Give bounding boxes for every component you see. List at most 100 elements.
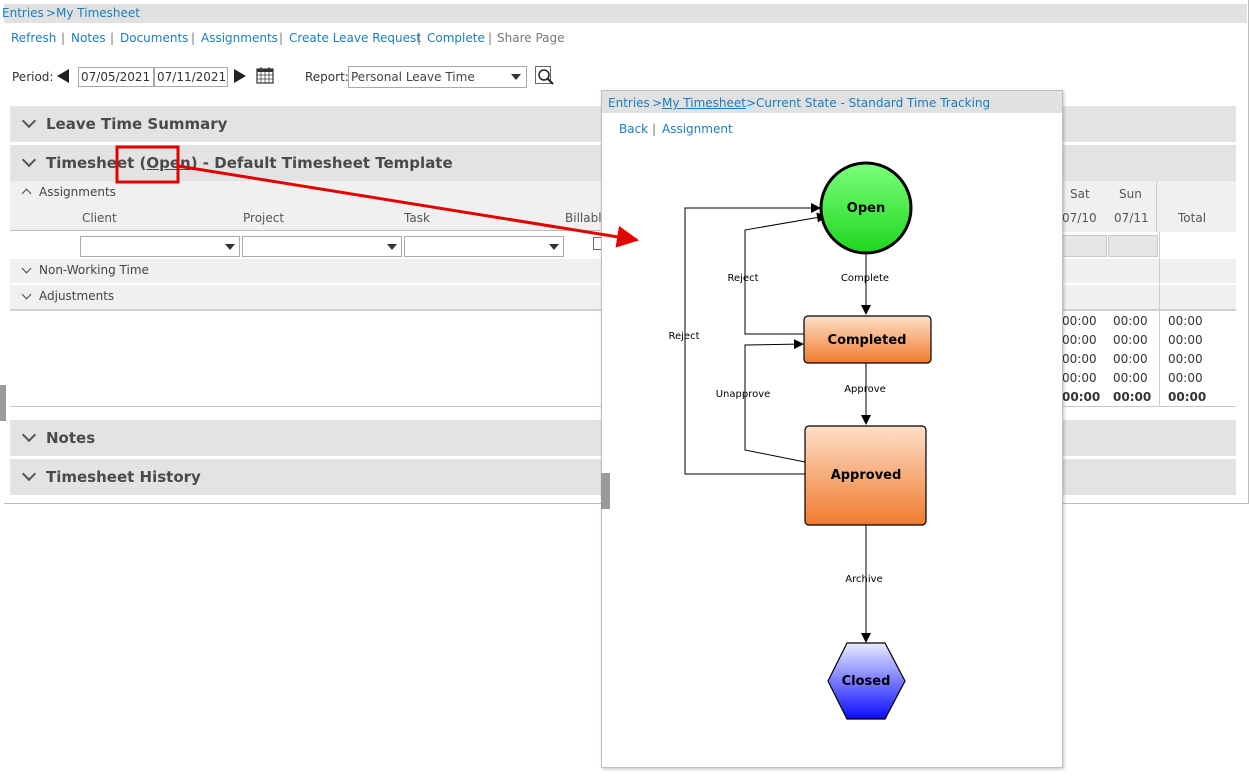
toolbar-separator: | [191,31,196,45]
reject-outer-edge-label: Reject [668,331,699,342]
project-column-header: Project [243,211,285,225]
open-state-label: Open [847,201,885,216]
popup-breadcrumb-entries[interactable]: Entries [608,96,650,110]
archive-edge-label: Archive [845,574,882,585]
popup-breadcrumb-my-timesheet[interactable]: My Timesheet [662,96,746,110]
adjustments-title: Adjustments [39,289,115,303]
report-select[interactable]: Personal Leave Time [348,66,527,88]
annotation-arrow [177,164,639,248]
billable-column-header: Billable [565,211,609,225]
previous-period-icon[interactable] [57,69,69,83]
timesheet-title-prefix: Timesheet ( [46,154,147,172]
sun-total-cell: 00:00 [1113,371,1148,385]
chevron-down-icon [549,244,559,250]
complete-link[interactable]: Complete [427,31,485,45]
approve-edge-label: Approve [844,384,886,395]
unapprove-transition-edge [744,339,806,463]
sun-date-label: 07/11 [1114,211,1149,225]
unapprove-edge-label: Unapprove [716,389,771,400]
breadcrumb-separator: > [746,96,757,110]
sun-total-cell: 00:00 [1113,352,1148,366]
share-page-link[interactable]: Share Page [497,31,565,45]
row-total-cell: 00:00 [1168,371,1203,385]
sun-total-cell: 00:00 [1113,314,1148,328]
chevron-down-icon [387,244,397,250]
client-column-header: Client [82,211,117,225]
divider [1159,232,1160,260]
back-link[interactable]: Back [619,122,649,136]
divider [1156,181,1157,232]
assignment-link[interactable]: Assignment [662,122,733,136]
period-label: Period: [12,70,54,84]
period-start-input[interactable]: 07/05/2021 [78,67,154,87]
reject-completed-edge [744,212,827,335]
task-column-header: Task [404,211,430,225]
approved-state-label: Approved [831,468,902,483]
completed-state-node [803,315,932,364]
report-select-value: Personal Leave Time [351,70,475,84]
row-total-cell: 00:00 [1168,314,1203,328]
sat-grand-total: 00:00 [1062,390,1101,404]
calendar-icon[interactable] [256,67,274,84]
refresh-link[interactable]: Refresh [11,31,57,45]
breadcrumb-my-timesheet[interactable]: My Timesheet [56,6,140,20]
chevron-down-icon [225,244,235,250]
breadcrumb-separator: > [652,96,663,110]
notes-link[interactable]: Notes [71,31,106,45]
link-separator: | [652,122,657,136]
task-select[interactable] [404,236,564,257]
sun-total-cell: 00:00 [1113,333,1148,347]
project-select[interactable] [242,236,402,257]
open-state-node [819,161,913,255]
closed-state-label: Closed [842,674,891,689]
popup-resize-handle[interactable] [601,473,610,509]
leave-time-summary-title: Leave Time Summary [46,115,228,133]
sun-hours-input[interactable] [1108,235,1158,257]
toolbar-separator: | [110,31,115,45]
sun-day-label: Sun [1119,187,1142,201]
timesheet-title: Timesheet (Open) - Default Timesheet Tem… [46,154,453,172]
non-working-time-title: Non-Working Time [39,263,149,277]
divider [1159,259,1160,407]
sat-total-cell: 00:00 [1062,371,1097,385]
sat-total-cell: 00:00 [1062,314,1097,328]
next-period-icon[interactable] [234,69,246,83]
breadcrumb-entries-link[interactable]: Entries [2,6,44,20]
chevron-down-icon [511,74,521,80]
sat-total-cell: 00:00 [1062,352,1097,366]
breadcrumb-separator: > [46,6,57,20]
day-columns-header: Sat Sun 07/10 07/11 Total [1056,181,1236,232]
timesheet-history-title: Timesheet History [46,468,201,486]
closed-state-node [827,642,906,720]
notes-title: Notes [46,429,96,447]
sat-total-cell: 00:00 [1062,333,1097,347]
documents-link[interactable]: Documents [120,31,189,45]
total-column-header: Total [1178,211,1207,225]
toolbar-separator: | [279,31,284,45]
row-total-cell: 00:00 [1168,333,1203,347]
reject-approved-edge [684,203,821,475]
row-total-cell: 00:00 [1168,352,1203,366]
period-end-input[interactable]: 07/11/2021 [154,67,228,87]
breadcrumb: Entries > My Timesheet [2,4,1247,23]
toolbar-separator: | [417,31,422,45]
report-label: Report: [305,70,349,84]
left-panel-handle[interactable] [0,385,6,421]
toolbar-separator: | [488,31,493,45]
client-select[interactable] [80,236,240,257]
approved-state-node [804,425,927,526]
complete-edge-label: Complete [841,273,889,284]
search-report-icon[interactable] [535,66,555,86]
assignments-link[interactable]: Assignments [201,31,278,45]
sat-day-label: Sat [1070,187,1090,201]
create-leave-request-link[interactable]: Create Leave Request [289,31,421,45]
timesheet-title-suffix: ) - Default Timesheet Template [190,154,453,172]
completed-state-label: Completed [828,333,907,348]
open-state-highlight-box [115,145,180,184]
sat-date-label: 07/10 [1062,211,1097,225]
grand-total: 00:00 [1168,390,1207,404]
sun-grand-total: 00:00 [1113,390,1152,404]
assignments-title: Assignments [39,185,116,199]
popup-breadcrumb-current: Current State - Standard Time Tracking [756,96,991,110]
